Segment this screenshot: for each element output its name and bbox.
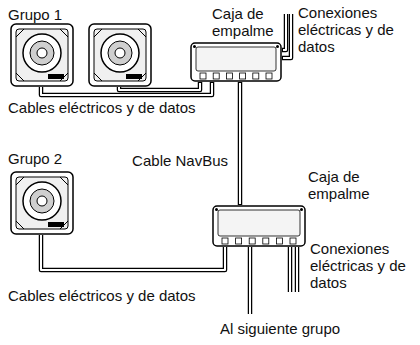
cable [41, 82, 212, 95]
screw [300, 208, 303, 211]
cable [296, 246, 298, 293]
cable [282, 14, 286, 50]
caption-label: Cables eléctricos y de datos [8, 287, 196, 304]
cable [41, 235, 225, 270]
junction-box-body [213, 206, 305, 246]
cable [248, 247, 253, 314]
cable [282, 14, 291, 58]
cable-core [239, 83, 241, 204]
cable-label: Cable NavBus [130, 152, 230, 169]
cable-gland [226, 73, 232, 79]
cable [119, 82, 200, 90]
cable-gland [222, 238, 228, 244]
caption-label: Conexiones eléctricas y de datos [298, 4, 408, 55]
cable-gland [240, 73, 246, 79]
cable-gland [236, 238, 242, 244]
cable [41, 235, 225, 270]
junction-box-lid [218, 210, 300, 236]
screw [193, 45, 196, 48]
junction-box-shape [212, 205, 306, 247]
screw [276, 45, 279, 48]
cable [283, 13, 286, 50]
cable-gland [200, 73, 206, 79]
cable-gland [276, 238, 282, 244]
cable-gland [213, 73, 219, 79]
cable-gland [263, 238, 269, 244]
cable-gland [253, 73, 259, 79]
cable-core [41, 13, 297, 315]
cable [289, 246, 291, 293]
junction-box-lid [196, 47, 276, 71]
caption-label: Grupo 2 [8, 150, 62, 167]
display-unit [11, 172, 73, 234]
cable [249, 246, 251, 315]
cable-gland [249, 238, 255, 244]
junction-box: Caja de empalme [212, 205, 306, 247]
junction-box: Caja de empalme [190, 42, 282, 82]
cable-gland [290, 238, 296, 244]
caption-label: Conexiones eléctricas y de datos [310, 240, 416, 291]
navbus-cable [240, 82, 241, 205]
cable-gland [266, 73, 272, 79]
box-heading: Caja de empalme [212, 5, 280, 39]
cable [41, 83, 212, 95]
box-heading: Caja de empalme [308, 168, 376, 202]
junction-box-shape [190, 42, 282, 82]
display-unit [11, 24, 73, 86]
caption-label: Grupo 1 [8, 6, 62, 23]
cable [288, 247, 293, 292]
cable-outline [41, 14, 297, 314]
cable-outline [238, 82, 243, 205]
cable [283, 13, 291, 58]
cable [119, 83, 200, 90]
caption-label: Al siguiente grupo [220, 320, 340, 337]
display-unit [89, 24, 151, 86]
screw [215, 208, 218, 211]
caption-label: Cables eléctricos y de datos [8, 99, 196, 116]
cable [295, 247, 300, 292]
junction-box-body [191, 43, 281, 81]
